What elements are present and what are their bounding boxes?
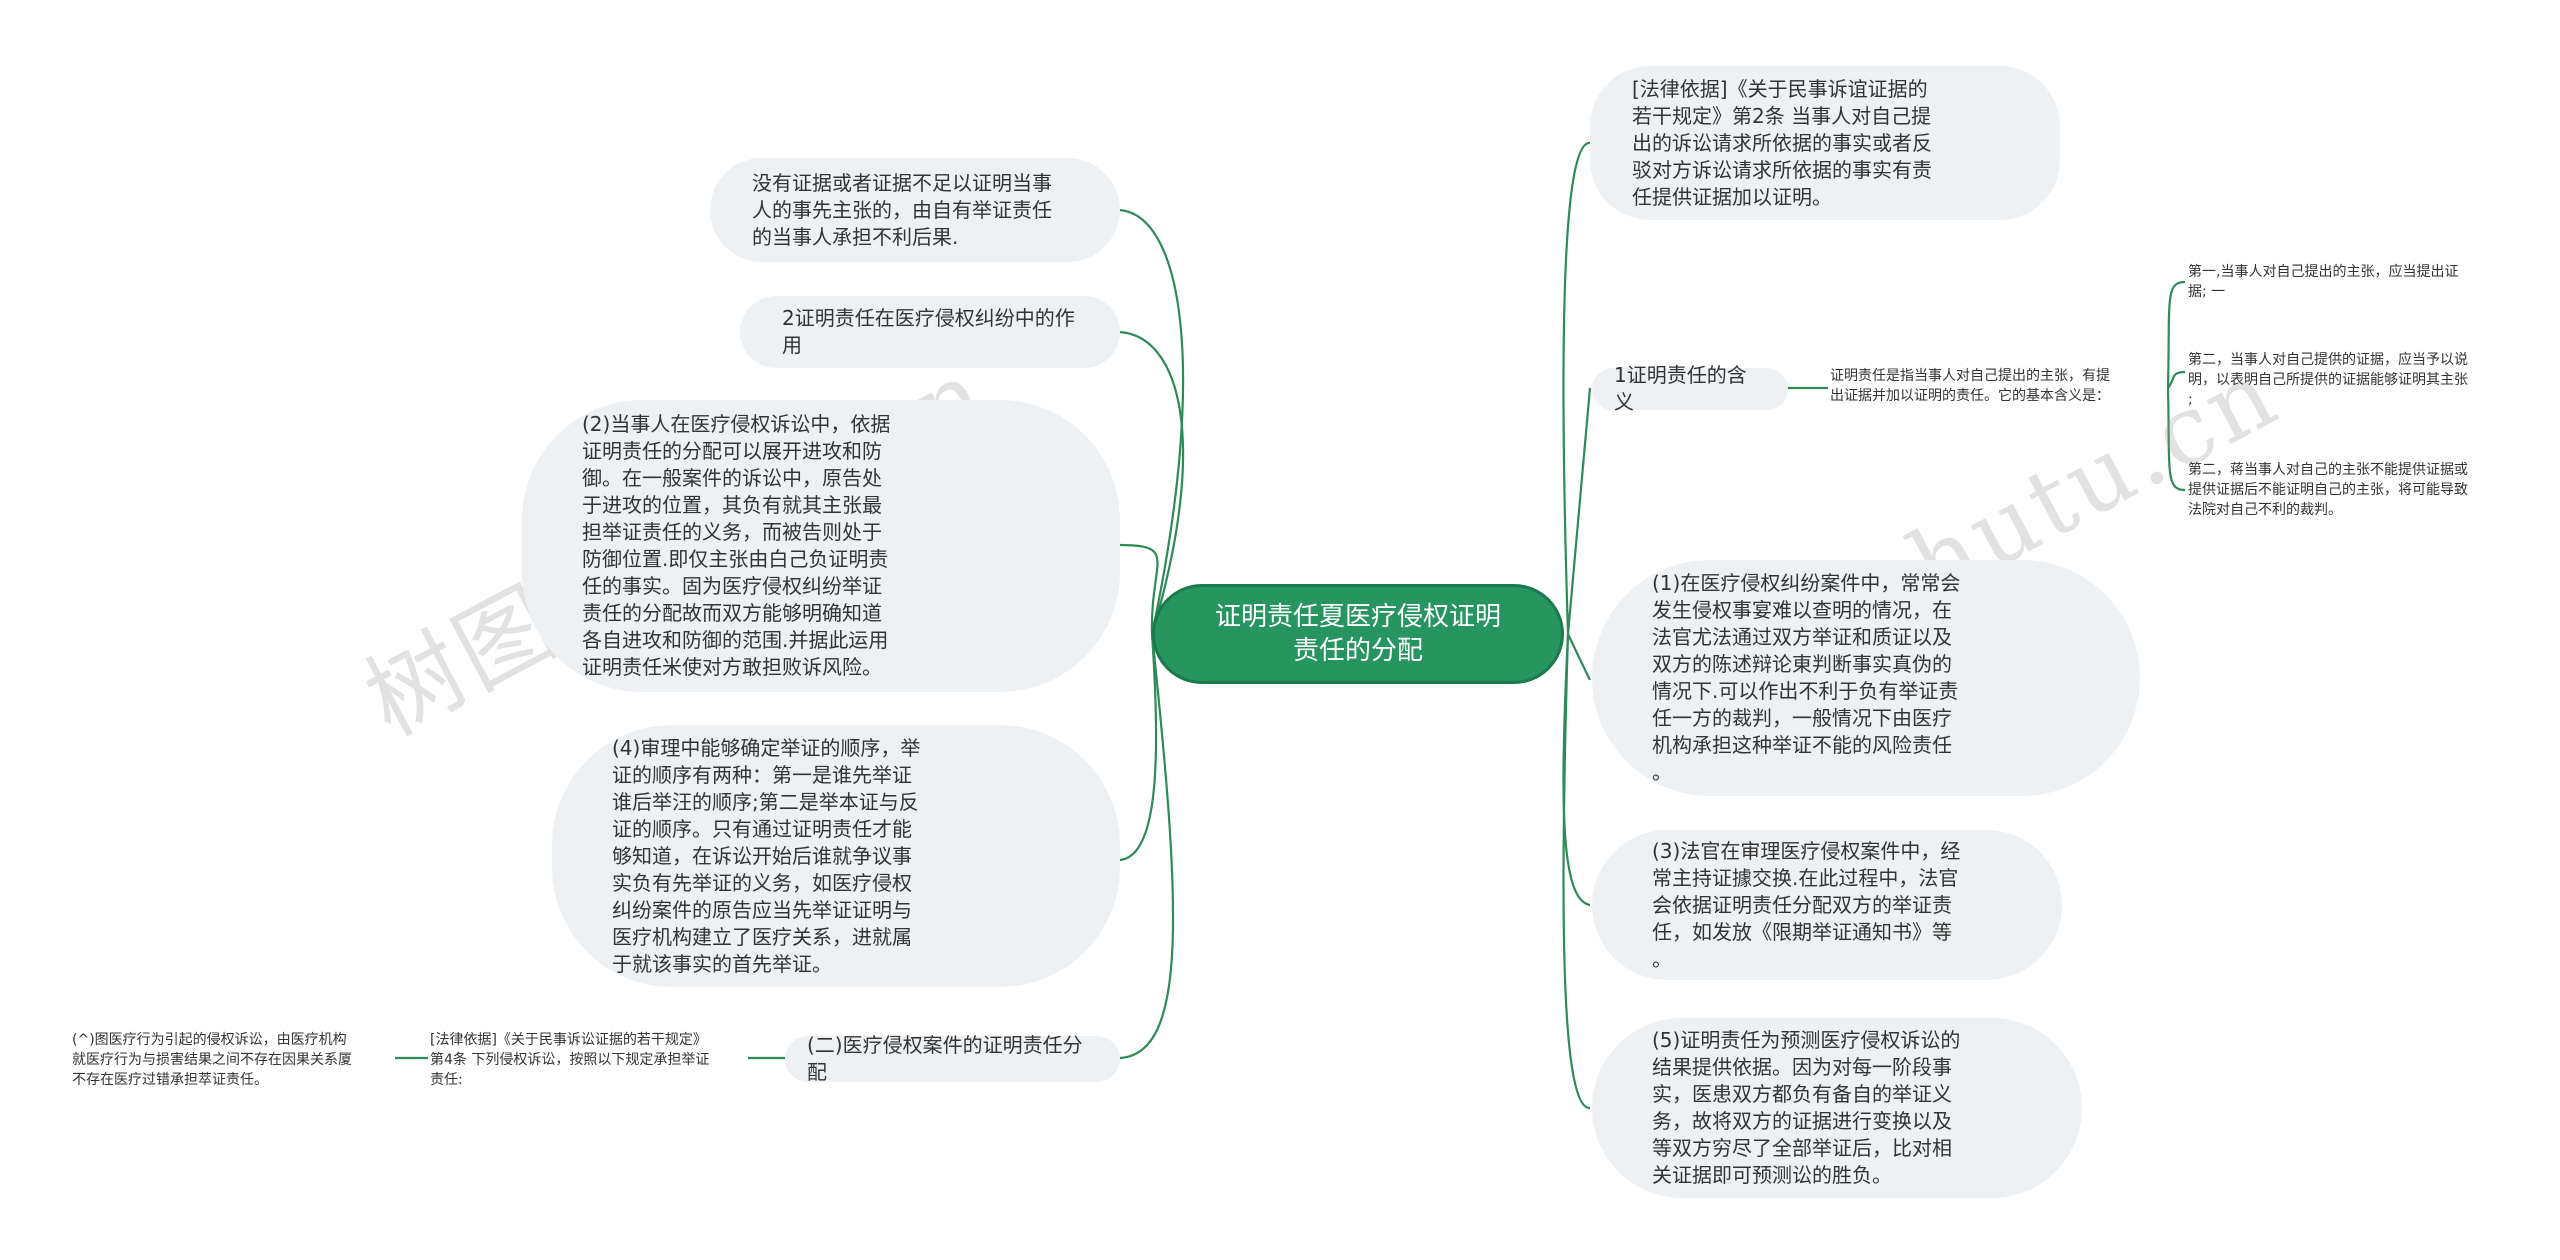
node-medical-burden-allocation[interactable]: (二)医疗侵权案件的证明责任分配 (785, 1033, 1120, 1084)
node-role-of-burden[interactable]: 2证明责任在医疗侵权纠纷中的作 用 (740, 296, 1120, 368)
edge-to-r4 (1562, 633, 1591, 907)
node-attack-defense[interactable]: (2)当事人在医疗侵权诉讼中，依据 证明责任的分配可以展开进攻和防 御。在一般案… (522, 400, 1120, 692)
node-meaning-of-burden[interactable]: 1证明责任的含义 (1592, 363, 1788, 414)
edge-to-n5 (1117, 633, 1175, 1060)
node-legal-basis-article4[interactable]: [法律依据]《关于民事诉讼证据的若干规定》 第4条 下列侵权诉讼，按照以下规定承… (430, 1032, 710, 1088)
node-evidence-exchange[interactable]: (3)法官在审理医疗侵权案件中，经 常主持证據交换.在此过程中，法官 会依据证明… (1592, 830, 2062, 980)
edge-to-n3 (1117, 543, 1159, 635)
edge-to-n2 (1117, 330, 1185, 635)
node-order-of-proof[interactable]: (4)审理中能够确定举证的顺序，举 证的顺序有两种：第一是谁先举证 谁后举汪的顺… (552, 725, 1120, 987)
leaf-second-point[interactable]: 第二，当事人对自己提供的证据，应当予以说 明，以表明自己所提供的证据能够证明其主… (2188, 352, 2468, 408)
leaf-first-point[interactable]: 第一,当事人对自己提出的主张，应当提出证 据; 一 (2188, 264, 2459, 300)
node-legal-basis-article2[interactable]: [法律依据]《关于民事诉谊证据的 若干规定》第2条 当事人对自己提 出的诉讼请求… (1590, 66, 2060, 220)
central-topic[interactable]: 证明责任夏医疗侵权证明 责任的分配 (1152, 584, 1564, 684)
edge-to-r5 (1562, 633, 1591, 1110)
edge-to-r3 (1567, 633, 1591, 681)
edge-to-n4 (1117, 633, 1158, 862)
node-unclear-facts[interactable]: (1)在医疗侵权纠纷案件中，常常会 发生侵权事宴难以查明的情况，在 法官尤法通过… (1592, 560, 2140, 796)
node-burden-definition[interactable]: 证明责任是指当事人对自己提出的主张，有提 出证据并加以证明的责任。它的基本含义是… (1830, 368, 2110, 404)
edge-to-r1 (1562, 141, 1591, 635)
node-no-evidence-consequence[interactable]: 没有证据或者证据不足以证明当事 人的事先主张的，由自有举证责任 的当事人承担不利… (710, 158, 1120, 262)
edge-to-r2 (1566, 387, 1592, 635)
edge-to-n1 (1117, 208, 1185, 635)
leaf-third-point[interactable]: 第二，蒋当事人对自己的主张不能提供证据或 提供证据后不能证明自己的主张，将可能导… (2188, 462, 2468, 518)
node-medical-act-tort[interactable]: (^)图医疗行为引起的侵权诉讼，由医疗机构 就医疗行为与损害结果之间不存在因果关… (72, 1032, 352, 1088)
node-predict-outcome[interactable]: (5)证明责任为预测医疗侵权诉讼的 结果提供依据。因为对每一阶段事 实，医患双方… (1592, 1018, 2082, 1198)
